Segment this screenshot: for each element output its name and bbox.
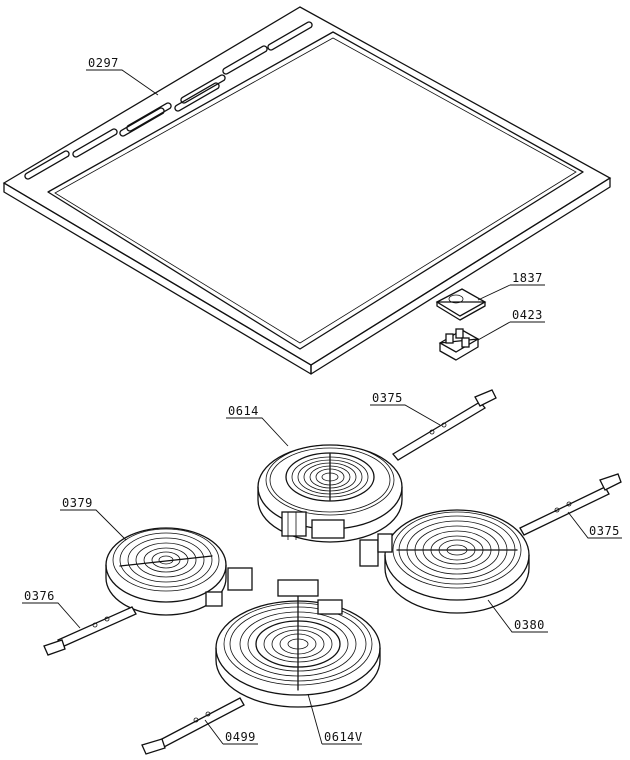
glass-top-panel xyxy=(2,6,612,375)
bracket-0499 xyxy=(141,697,245,755)
part-0423-terminal-block xyxy=(438,328,480,361)
bracket-0375-upper xyxy=(392,389,497,461)
label-0376: 0376 xyxy=(24,589,55,603)
heating-element-0614 xyxy=(257,444,403,543)
label-0499: 0499 xyxy=(225,730,256,744)
label-0380: 0380 xyxy=(514,618,545,632)
leader-lines xyxy=(22,69,622,745)
part-1837-sensor xyxy=(435,288,487,321)
heating-element-0380 xyxy=(359,509,530,614)
label-0379: 0379 xyxy=(62,496,93,510)
label-0614v: 0614V xyxy=(324,730,363,744)
label-1837: 1837 xyxy=(512,271,543,285)
label-0423: 0423 xyxy=(512,308,543,322)
label-0375-right: 0375 xyxy=(589,524,620,538)
heating-element-0614v xyxy=(215,579,381,708)
bracket-0376 xyxy=(43,606,137,656)
label-0375-upper: 0375 xyxy=(372,391,403,405)
bracket-0375-right xyxy=(519,473,622,536)
part-labels: 0297 1837 0423 0614 0375 0379 0376 0375 … xyxy=(24,56,620,744)
heating-element-0379 xyxy=(105,527,253,616)
label-0614: 0614 xyxy=(228,404,259,418)
label-0297: 0297 xyxy=(88,56,119,70)
